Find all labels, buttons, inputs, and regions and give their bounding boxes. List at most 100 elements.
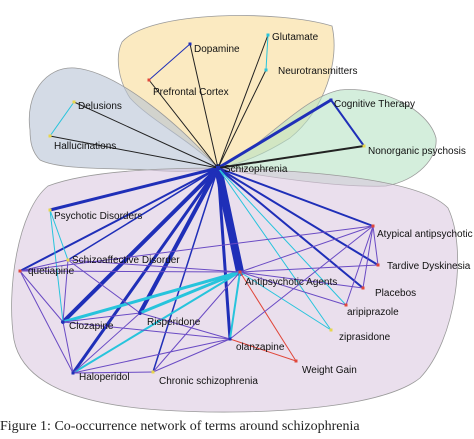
edge-antipsychotic_agents-chronic <box>152 271 241 373</box>
edge-schizophrenia-glutamate <box>217 34 269 169</box>
node-label-quetiapine: quetiapine <box>28 266 75 277</box>
node-haloperidol <box>71 371 75 375</box>
edges-layer <box>19 34 379 375</box>
node-delusions <box>72 100 76 104</box>
edge-antipsychotic_agents-aripiprazole <box>239 271 347 306</box>
edge-clozapine-schizoaffective <box>62 259 69 323</box>
node-label-prefrontal: Prefrontal Cortex <box>153 87 229 98</box>
node-label-clozapine: Clozapine <box>69 321 114 332</box>
node-prefrontal <box>147 78 151 82</box>
node-label-haloperidol: Haloperidol <box>79 372 130 383</box>
edge-schizophrenia-aripiprazole <box>217 167 347 306</box>
edge-schizophrenia-clozapine <box>61 166 220 324</box>
edge-antipsychotic_agents-olanzapine <box>229 271 241 340</box>
edge-glutamate-neurotransmitters <box>265 34 269 71</box>
edge-schizophrenia-nonorganic <box>217 145 365 169</box>
edge-dopamine-prefrontal <box>148 43 191 81</box>
edge-schizophrenia-dopamine <box>189 43 219 169</box>
node-label-weightgain: Weight Gain <box>302 365 357 376</box>
edge-schizophrenia-neurotransmitters <box>217 69 267 169</box>
node-antipsychotic_agents <box>238 270 242 274</box>
nodes-layer <box>18 33 380 375</box>
node-label-antipsychotic_agents: Antipsychotic Agents <box>245 277 337 288</box>
edge-schizophrenia-ziprasidone <box>217 167 332 331</box>
edge-antipsychotic_agents-schizoaffective <box>67 259 241 273</box>
edge-clozapine-quetiapine <box>19 270 64 323</box>
node-schizophrenia <box>216 166 220 170</box>
edge-schizophrenia-placebos <box>217 167 364 289</box>
node-label-glutamate: Glutamate <box>272 32 319 43</box>
edge-schizophrenia-schizoaffective <box>67 167 219 261</box>
edge-antipsychotic_agents-ziprasidone <box>239 271 332 331</box>
edge-olanzapine-haloperidol <box>72 338 231 374</box>
node-label-ziprasidone: ziprasidone <box>339 332 391 343</box>
node-label-tardive: Tardive Dyskinesia <box>387 261 471 272</box>
node-label-aripiprazole: aripiprazole <box>347 307 399 318</box>
node-psychotic <box>48 208 52 212</box>
edge-cognitive-nonorganic <box>330 99 365 147</box>
node-label-olanzapine: olanzapine <box>236 342 285 353</box>
edge-antipsychotic_agents-risperidone <box>138 270 242 315</box>
node-label-chronic: Chronic schizophrenia <box>159 376 258 387</box>
node-cognitive <box>329 98 333 102</box>
edge-olanzapine-chronic <box>152 338 231 373</box>
edge-schizophrenia-chronic <box>152 167 219 373</box>
edge-schizophrenia-tardive <box>217 167 379 266</box>
edge-schizophrenia-haloperidol <box>71 166 220 375</box>
node-atypical <box>371 224 375 228</box>
node-schizoaffective <box>66 258 70 262</box>
edge-olanzapine-risperidone <box>139 312 231 340</box>
edge-antipsychotic_agents-clozapine <box>61 270 242 324</box>
edge-delusions-hallucinations <box>49 101 75 137</box>
node-dopamine <box>188 42 192 46</box>
node-clozapine <box>61 320 65 324</box>
edge-schizophrenia-delusions <box>73 101 219 169</box>
node-chronic <box>151 370 155 374</box>
node-label-placebos: Placebos <box>375 288 416 299</box>
node-label-risperidone: Risperidone <box>147 317 201 328</box>
node-ziprasidone <box>329 328 333 332</box>
edge-schizophrenia-atypical <box>217 167 374 227</box>
node-placebos <box>361 286 365 290</box>
node-hallucinations <box>48 134 52 138</box>
edge-tardive-atypical <box>372 225 379 266</box>
edge-psychotic-schizoaffective <box>49 209 69 261</box>
node-weightgain <box>294 359 298 363</box>
node-nonorganic <box>362 144 366 148</box>
node-neurotransmitters <box>264 68 268 72</box>
edge-schizophrenia-psychotic <box>48 166 220 212</box>
node-label-neurotransmitters: Neurotransmitters <box>278 66 357 77</box>
edge-quetiapine-schizoaffective <box>19 259 69 272</box>
edge-schizophrenia-prefrontal <box>148 79 219 169</box>
edge-olanzapine-atypical <box>229 225 374 340</box>
labels-layer: Schizophrenia Dopamine GlutamateNeurotrans… <box>28 32 473 387</box>
node-label-nonorganic: Nonorganic psychosis <box>368 146 466 157</box>
edge-haloperidol-chronic <box>72 371 154 374</box>
figure-caption: Figure 1: Co-occurrence network of terms… <box>0 419 360 434</box>
node-quetiapine <box>18 269 22 273</box>
edge-antipsychotic_agents-atypical <box>239 225 374 273</box>
edge-schizophrenia-risperidone <box>138 166 220 315</box>
edge-risperidone-schizoaffective <box>67 259 141 314</box>
edge-schizophrenia-quetiapine <box>19 167 219 272</box>
edge-antipsychotic_agents-placebos <box>239 271 364 289</box>
node-olanzapine <box>228 337 232 341</box>
edge-antipsychotic_agents-weightgain <box>239 271 297 362</box>
node-aripiprazole <box>344 303 348 307</box>
edge-antipsychotic_agents-haloperidol <box>72 271 241 374</box>
edge-olanzapine-clozapine <box>62 321 231 340</box>
edge-clozapine-haloperidol <box>62 321 74 374</box>
edge-antipsychotic_agents-tardive <box>239 264 379 273</box>
edge-schizophrenia-hallucinations <box>49 135 219 169</box>
edge-atypical-placebos <box>362 225 374 289</box>
node-label-schizophrenia: Schizophrenia <box>224 164 288 175</box>
node-label-dopamine: Dopamine <box>194 44 240 55</box>
node-label-hallucinations: Hallucinations <box>54 141 116 152</box>
node-label-atypical: Atypical antipsychotic <box>377 229 473 240</box>
edge-risperidone-clozapine <box>62 312 141 323</box>
edge-schizophrenia-antipsychotic_agents <box>214 164 244 276</box>
node-glutamate <box>266 33 270 37</box>
node-label-cognitive: Cognitive Therapy <box>334 99 415 110</box>
edge-quetiapine-atypical <box>19 225 374 272</box>
